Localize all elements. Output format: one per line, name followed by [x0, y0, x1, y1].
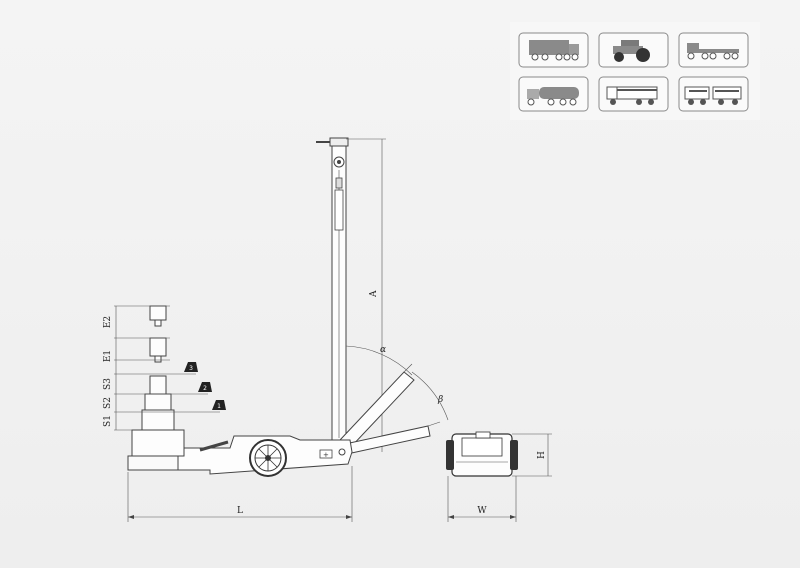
tractor-icon	[613, 40, 650, 62]
vehicle-tile	[678, 32, 749, 68]
beta-arc	[411, 371, 449, 421]
dump-truck-icon	[606, 86, 658, 105]
front-wheel-right	[510, 440, 518, 470]
flatbed-trailer-truck-icon	[687, 43, 739, 60]
vehicle-tile	[518, 76, 589, 112]
ram-base	[131, 429, 185, 457]
stage-marker-2: 2	[198, 382, 212, 392]
jack-side-view: A α β	[103, 137, 449, 522]
jack-body	[127, 435, 353, 475]
dim-H-label: H	[537, 451, 547, 459]
ram-stage-3	[149, 375, 167, 395]
dim-W-label: W	[477, 506, 487, 516]
svg-text:3: 3	[189, 365, 193, 372]
dim-S1-label: S1	[103, 415, 113, 427]
dim-A-label: A	[369, 290, 379, 298]
stage-marker-3: 3	[184, 362, 198, 372]
svg-text:2: 2	[203, 385, 207, 392]
extension-E2	[149, 305, 167, 321]
vehicle-tile	[598, 76, 669, 112]
handle-top-cap	[329, 137, 349, 147]
ram-stage-1	[141, 409, 175, 431]
box-truck-icon	[529, 40, 579, 61]
ram-stage-2	[144, 393, 172, 411]
alpha-arc	[345, 345, 413, 376]
extension-E1	[149, 337, 167, 357]
tanker-truck-icon	[527, 87, 579, 106]
front-wheel-left	[446, 440, 454, 470]
dim-S3-label: S3	[103, 378, 113, 390]
svg-text:1: 1	[217, 403, 221, 410]
dim-E2-label: E2	[103, 316, 113, 328]
alpha-label: α	[380, 345, 386, 355]
truck-trailer-icon	[684, 86, 742, 105]
vehicle-tile	[678, 76, 749, 112]
stage-marker-1: 1	[212, 400, 226, 410]
vehicle-tiles	[518, 32, 749, 112]
jack-front-view: H W	[446, 431, 552, 522]
release-lever	[199, 440, 229, 452]
air-hose	[334, 189, 344, 231]
vehicle-tile	[518, 32, 589, 68]
beta-label: β	[437, 395, 443, 405]
dim-E1-label: E1	[103, 350, 113, 362]
vehicle-tile	[598, 32, 669, 68]
dim-S2-label: S2	[103, 397, 113, 409]
dim-L-label: L	[237, 506, 243, 516]
svg-text:+: +	[323, 451, 329, 459]
